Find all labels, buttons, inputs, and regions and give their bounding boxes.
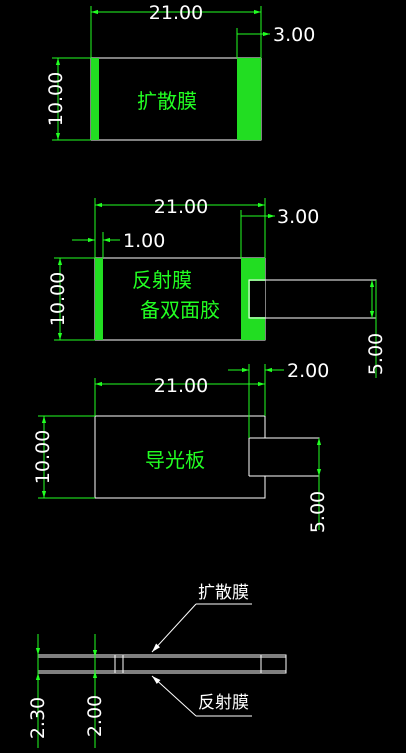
lightguide-tab-width-dim: 2.00 <box>287 360 329 382</box>
lightguide-length-dim: 21.00 <box>154 375 208 397</box>
diffuser-strip-left <box>91 58 99 140</box>
lightguide-tab-dim: 5.00 <box>307 491 329 533</box>
section-stack-outline <box>37 654 287 674</box>
reflector-width-dim: 10.00 <box>47 272 69 326</box>
part-diffuser: 扩散膜 21.00 3.00 10.00 <box>45 2 315 141</box>
reflector-tab <box>248 279 377 319</box>
diffuser-strip-right <box>237 58 261 140</box>
reflector-label-line1: 反射膜 <box>132 268 192 292</box>
diffuser-width-dim: 10.00 <box>45 72 67 126</box>
section-view: 扩散膜 反射膜 2.30 2.00 <box>27 583 287 748</box>
lightguide-label: 导光板 <box>145 448 205 472</box>
diffuser-label: 扩散膜 <box>137 89 197 113</box>
lightguide-width-dim: 10.00 <box>32 430 54 484</box>
reflector-length-dim: 21.00 <box>154 196 208 218</box>
diffuser-strip-dim: 3.00 <box>273 24 315 46</box>
reflector-tab-dim: 5.00 <box>365 333 387 375</box>
reflector-strip-right-dim: 3.00 <box>277 206 319 228</box>
reflector-strip-left-dim: 1.00 <box>123 230 165 252</box>
part-lightguide: 导光板 21.00 2.00 10.00 5.00 <box>32 360 329 533</box>
section-total-dim: 2.30 <box>27 697 49 739</box>
callout-top-label: 扩散膜 <box>198 583 249 603</box>
lightguide-outline <box>94 415 320 499</box>
diffuser-length-dim: 21.00 <box>149 2 203 24</box>
section-plate-dim: 2.00 <box>84 695 106 737</box>
reflector-label-line2: 备双面胶 <box>140 298 220 322</box>
reflector-strip-left <box>95 258 103 340</box>
callout-bottom-leader <box>151 675 197 717</box>
callout-bottom-label: 反射膜 <box>198 693 249 713</box>
part-reflector: 反射膜 备双面胶 21.00 3.00 1.00 10.00 5.00 <box>47 196 387 378</box>
callout-top-leader <box>151 603 197 653</box>
